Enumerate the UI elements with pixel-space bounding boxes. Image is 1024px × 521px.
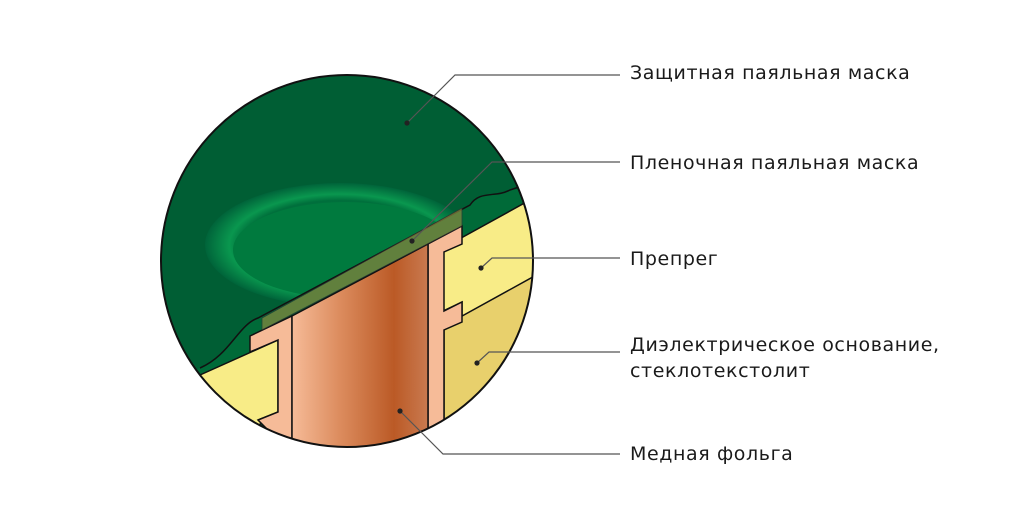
- leader-solder-mask: [406, 74, 620, 124]
- leader-prepreg: [480, 257, 620, 269]
- label-solder-mask: Защитная паяльная маска: [630, 62, 911, 84]
- label-dielectric-line2: стеклотекстолит: [630, 360, 811, 382]
- leader-dielectric: [476, 351, 620, 364]
- leader-film-mask: [411, 161, 620, 242]
- label-copper-foil: Медная фольга: [630, 443, 794, 465]
- label-prepreg: Препрег: [630, 248, 719, 270]
- label-film-solder-mask: Пленочная паяльная маска: [630, 152, 920, 174]
- leader-copper: [399, 410, 620, 455]
- magnifier-outline: [160, 74, 534, 448]
- copper-barrel: [291, 242, 429, 447]
- copper-wall-right: [427, 224, 463, 447]
- label-dielectric-line1: Диэлектрическое основание,: [630, 334, 940, 356]
